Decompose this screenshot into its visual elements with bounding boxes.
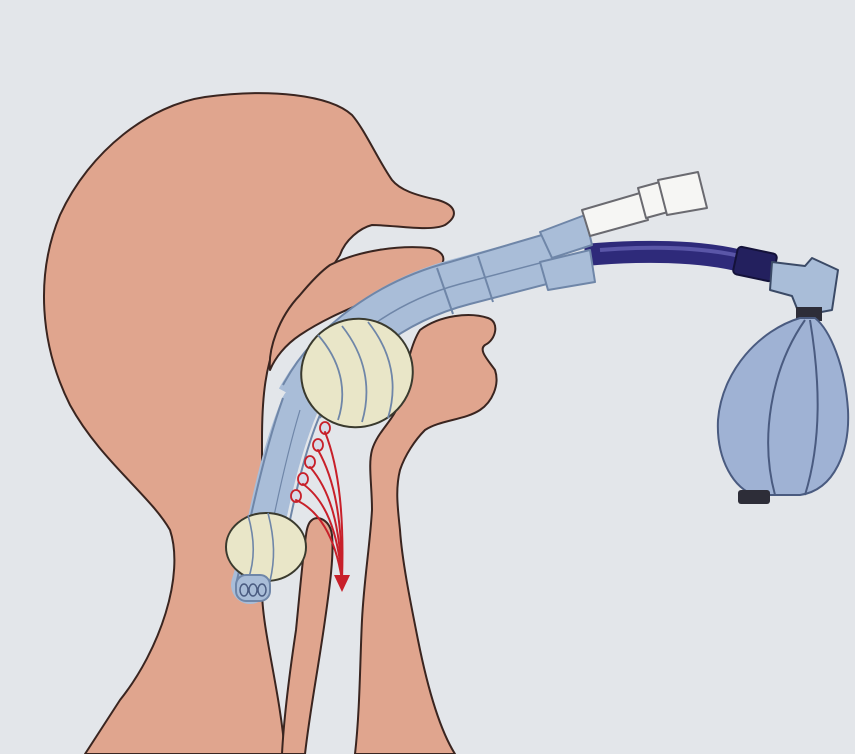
- bag-end-cap: [738, 490, 770, 504]
- tube-tip-body: [236, 575, 270, 601]
- connector-cap: [658, 172, 707, 215]
- lower-cuff: [226, 513, 306, 581]
- tube-tip: [236, 575, 270, 601]
- lower-cuff-balloon: [226, 513, 306, 581]
